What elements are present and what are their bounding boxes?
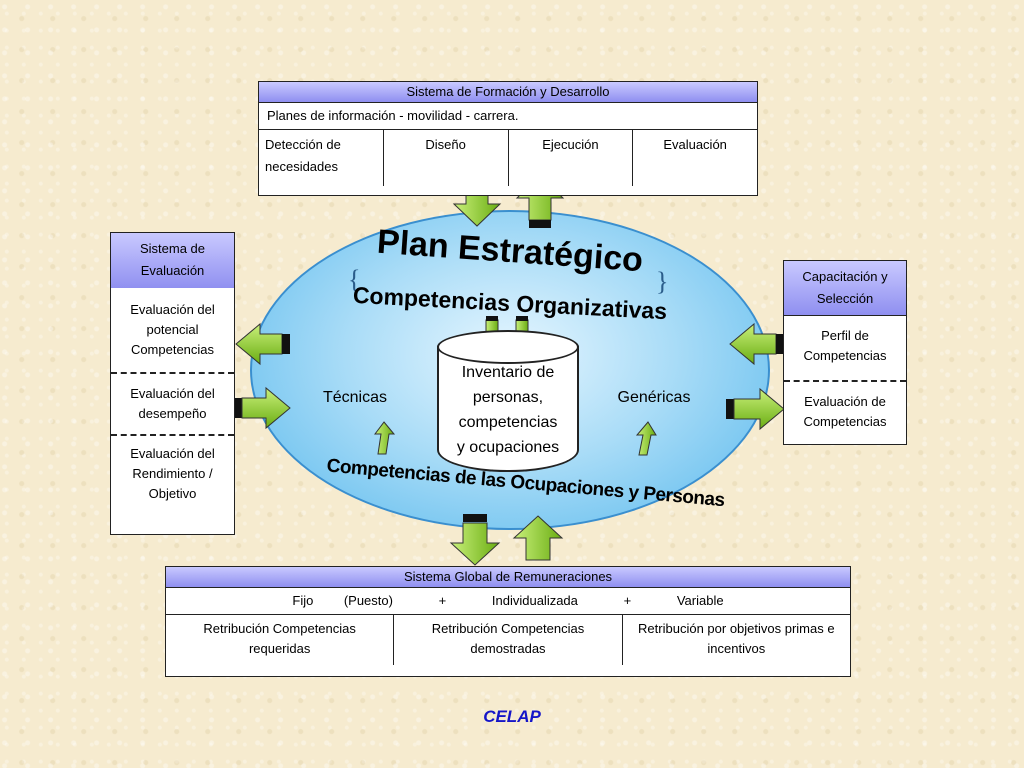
evaluacion-competencias: Evaluación de Competencias (784, 380, 906, 436)
arrow-up-icon (374, 421, 657, 456)
eval-rendimiento: Evaluación del Rendimiento / Objetivo (111, 434, 234, 508)
evaluacion-box: Sistema de Evaluación Evaluación del pot… (110, 232, 235, 535)
arrow-up-icon (512, 515, 564, 561)
remuneration-formula: Fijo (Puesto) + Individualizada + Variab… (166, 588, 850, 615)
svg-text:}: } (656, 267, 668, 296)
arrow-right-icon (726, 387, 785, 431)
capacitacion-box: Capacitación y Selección Perfil de Compe… (783, 260, 907, 445)
cell-evaluacion: Evaluación (663, 137, 727, 152)
celap-footer: CELAP (483, 707, 541, 726)
box-subtitle: Planes de información - movilidad - carr… (259, 103, 757, 130)
genericas-label: Genéricas (617, 389, 691, 406)
formacion-desarrollo-box: Sistema de Formación y Desarrollo Planes… (258, 81, 758, 196)
cell-requeridas: Retribución Competencias requeridas (166, 615, 395, 665)
arrow-down-icon (449, 514, 501, 566)
cell-ejecucion: Ejecución (509, 130, 634, 186)
eval-desempeno: Evaluación del desempeño (111, 372, 234, 434)
cell-deteccion: Detección de necesidades (259, 130, 384, 186)
arrow-left-icon (729, 322, 784, 366)
arrow-right-icon (234, 386, 291, 430)
inventory-cylinder-top (437, 330, 579, 364)
box-title: Sistema Global de Remuneraciones (166, 567, 850, 588)
eval-potencial: Evaluación del potencial Competencias (130, 302, 215, 357)
cell-demostradas: Retribución Competencias demostradas (394, 615, 623, 665)
perfil-competencias: Perfil de Competencias (803, 328, 887, 363)
inventory-cylinder (437, 346, 579, 472)
remuneraciones-box: Sistema Global de Remuneraciones Fijo (P… (165, 566, 851, 677)
cell-objetivos: Retribución por objetivos primas e incen… (638, 621, 835, 656)
svg-text:{: { (348, 265, 360, 294)
cell-diseno: Diseño (384, 130, 509, 186)
box-title: Sistema de Formación y Desarrollo (259, 82, 757, 103)
evaluacion-header: Sistema de Evaluación (110, 232, 235, 289)
tecnicas-label: Técnicas (322, 389, 388, 406)
inventory-text: Inventario de personas, competencias y o… (456, 364, 560, 456)
arrow-left-icon (235, 322, 290, 366)
